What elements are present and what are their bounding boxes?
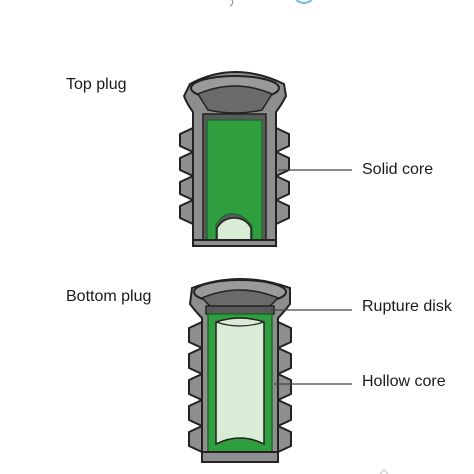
top-plug-left-ribs xyxy=(179,127,194,225)
solid-core-label: Solid core xyxy=(362,161,434,178)
bottom-plug-label: Bottom plug xyxy=(66,288,152,305)
top-plug-head-cavity xyxy=(196,85,274,114)
bottom-plug xyxy=(188,278,292,463)
bottom-plug-left-ribs xyxy=(188,321,203,453)
top-plug-right-ribs xyxy=(275,127,290,225)
top-plug-label: Top plug xyxy=(66,76,127,93)
bottom-plug-right-ribs xyxy=(277,321,292,453)
top-plug-solid-core xyxy=(206,119,263,243)
bottom-plug-hollow-cavity xyxy=(215,317,265,446)
top-plug xyxy=(179,71,290,247)
bottom-plug-hollow-cavity-top xyxy=(215,321,265,327)
top-plug-core-notch xyxy=(216,217,252,243)
top-edge-artifact xyxy=(229,0,234,7)
bottom-plug-base xyxy=(201,451,279,463)
top-plug-base xyxy=(192,239,277,247)
hollow-core-label: Hollow core xyxy=(362,373,446,390)
rupture-disk-label: Rupture disk xyxy=(362,298,452,315)
bottom-plug-rupture-disk xyxy=(205,305,275,315)
bottom-edge-artifact xyxy=(379,469,389,474)
top-edge-artifact-blue xyxy=(295,0,313,4)
